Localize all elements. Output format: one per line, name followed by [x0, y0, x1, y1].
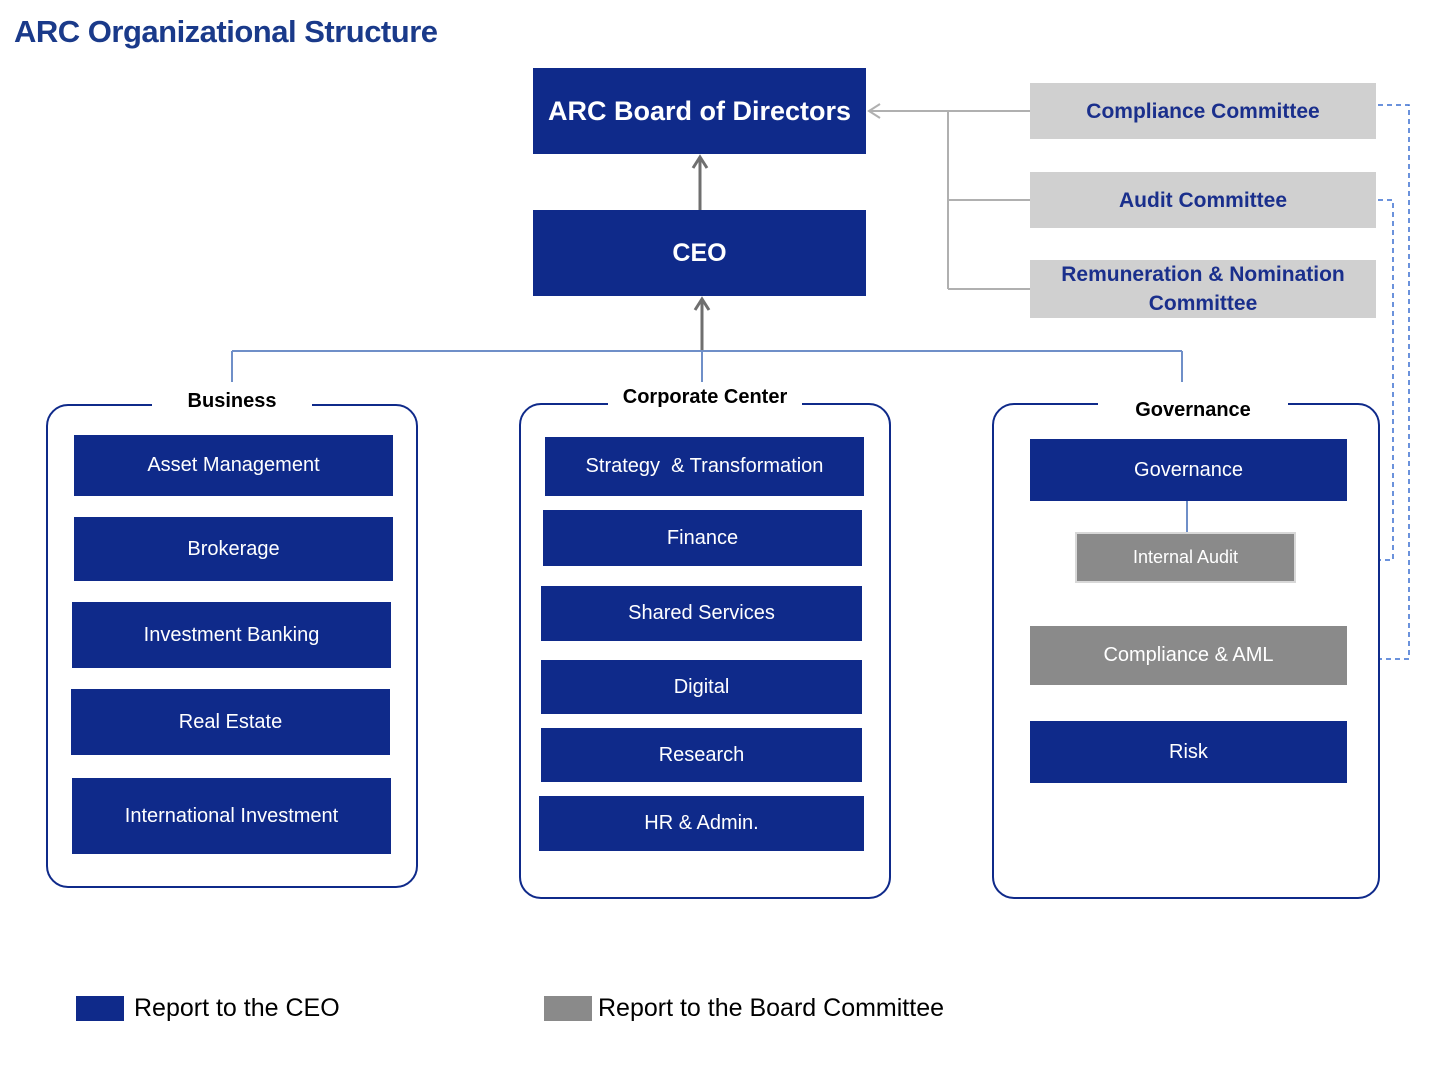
dept-compliance-aml: Compliance & AML	[1030, 626, 1347, 685]
governance-panel-title: Governance	[1098, 399, 1288, 422]
ceo-board-connector	[691, 154, 709, 210]
compliance-committee-box: Compliance Committee	[1030, 83, 1376, 139]
legend-label-ceo: Report to the CEO	[134, 994, 340, 1022]
legend-label-board: Report to the Board Committee	[598, 994, 944, 1022]
page-title: ARC Organizational Structure	[14, 14, 438, 49]
corporate-center-panel-title: Corporate Center	[608, 386, 802, 409]
dept-internal-audit: Internal Audit	[1077, 534, 1294, 581]
dept-risk: Risk	[1030, 721, 1347, 783]
dept-investment-banking: Investment Banking	[72, 602, 391, 668]
board-arrowhead-left	[867, 103, 881, 119]
audit-committee-box: Audit Committee	[1030, 172, 1376, 228]
dept-international-investment: International Investment	[72, 778, 391, 854]
dept-strategy-transformation: Strategy & Transformation	[545, 437, 864, 496]
board-of-directors-box: ARC Board of Directors	[533, 68, 866, 154]
legend-swatch-ceo	[76, 996, 124, 1021]
remuneration-nomination-committee-box: Remuneration & Nomination Committee	[1030, 260, 1376, 318]
dept-research: Research	[541, 728, 862, 782]
dept-governance: Governance	[1030, 439, 1347, 501]
ceo-box: CEO	[533, 210, 866, 296]
dept-brokerage: Brokerage	[74, 517, 393, 581]
dept-digital: Digital	[541, 660, 862, 714]
dept-real-estate: Real Estate	[71, 689, 390, 755]
branch-connectors	[231, 296, 1183, 382]
dept-shared-services: Shared Services	[541, 586, 862, 641]
dept-asset-management: Asset Management	[74, 435, 393, 496]
dept-hr-admin: HR & Admin.	[539, 796, 864, 851]
dept-finance: Finance	[543, 510, 862, 566]
committee-connectors	[867, 103, 1030, 290]
ceo-board-arrowhead	[691, 154, 709, 169]
legend-swatch-board	[544, 996, 592, 1021]
governance-internal-audit-connector	[1186, 501, 1188, 534]
ceo-arrowhead	[693, 296, 711, 311]
business-panel-title: Business	[152, 390, 312, 413]
